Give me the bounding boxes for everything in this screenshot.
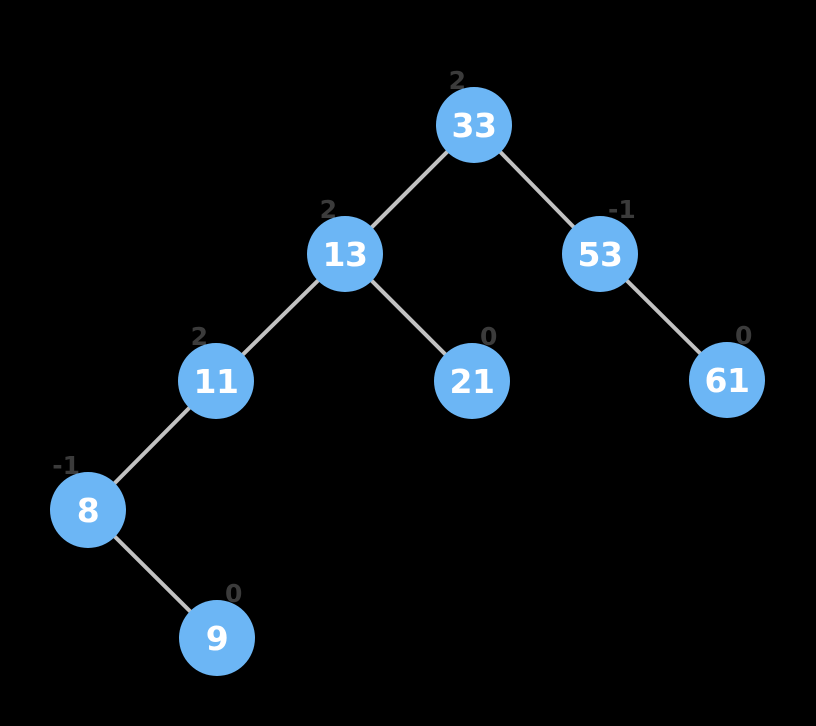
balance-factor-label: 2 [190, 322, 208, 351]
balance-factor-label: 0 [480, 322, 498, 351]
balance-factor-label: 2 [319, 195, 337, 224]
tree-node-8[interactable]: 8 [50, 472, 126, 548]
tree-node-9[interactable]: 9 [179, 600, 255, 676]
tree-node-61[interactable]: 61 [689, 342, 765, 418]
tree-node-53[interactable]: 53 [562, 216, 638, 292]
tree-node-key: 33 [451, 105, 497, 145]
tree-node-key: 61 [704, 360, 750, 400]
balance-factor-label: 2 [448, 66, 466, 95]
tree-node-key: 8 [76, 490, 100, 530]
tree-node-11[interactable]: 11 [178, 343, 254, 419]
tree-node-33[interactable]: 33 [436, 87, 512, 163]
tree-node-key: 21 [449, 361, 495, 401]
tree-node-key: 11 [193, 361, 239, 401]
tree-node-13[interactable]: 13 [307, 216, 383, 292]
tree-node-key: 9 [205, 618, 229, 658]
tree-node-21[interactable]: 21 [434, 343, 510, 419]
tree-node-key: 13 [322, 234, 368, 274]
balance-factor-label: 0 [225, 579, 243, 608]
balance-factor-label: 0 [735, 321, 753, 350]
tree-node-key: 53 [577, 234, 623, 274]
